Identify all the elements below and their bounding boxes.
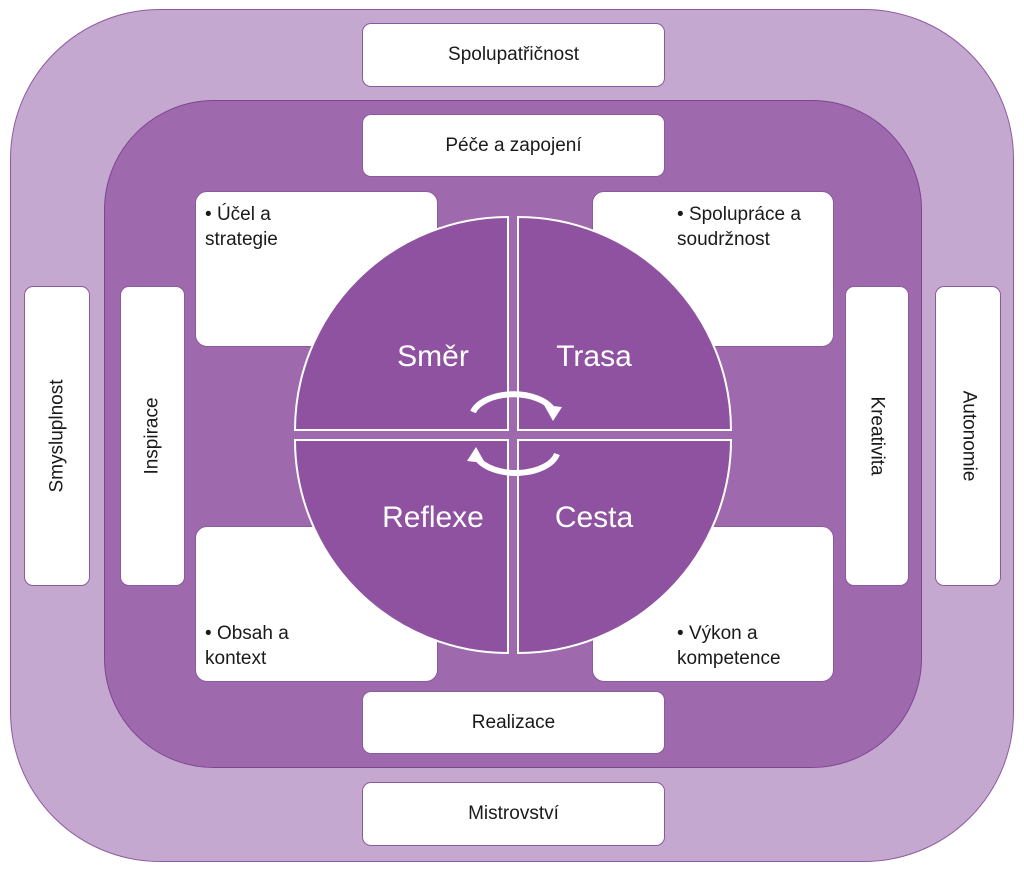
corner-top-right-text: Spolupráce a soudržnost bbox=[677, 202, 801, 252]
corner-bottom-right-text: Výkon a kompetence bbox=[677, 621, 781, 671]
outer-top-box: Spolupatřičnost bbox=[362, 23, 665, 87]
inner-left-box: Inspirace bbox=[120, 286, 185, 586]
quadrant-top-right bbox=[517, 215, 733, 431]
inner-top-label: Péče a zapojení bbox=[445, 134, 582, 156]
quadrant-bottom-left bbox=[293, 439, 509, 655]
quadrant-bottom-right bbox=[517, 439, 733, 655]
quadrant-label-top-right: Trasa bbox=[556, 340, 632, 373]
inner-bottom-box: Realizace bbox=[362, 691, 665, 754]
corner-top-left-text: Účel a strategie bbox=[205, 202, 278, 252]
quadrant-label-bottom-right: Cesta bbox=[555, 501, 634, 534]
quadrant-label-top-left: Směr bbox=[397, 340, 469, 373]
corner-bottom-left-text: Obsah a kontext bbox=[205, 621, 289, 671]
cycle-arrows-icon bbox=[467, 391, 562, 476]
outer-left-box: Smysluplnost bbox=[24, 286, 90, 586]
quadrant-label-bottom-left: Reflexe bbox=[382, 501, 484, 534]
outer-bottom-label: Mistrovství bbox=[468, 803, 559, 824]
outer-right-box: Autonomie bbox=[935, 286, 1001, 586]
inner-right-box: Kreativita bbox=[845, 286, 909, 586]
quadrant-top-left bbox=[293, 215, 509, 431]
outer-top-label: Spolupatřičnost bbox=[448, 44, 579, 65]
inner-top-box: Péče a zapojení bbox=[362, 114, 665, 177]
inner-bottom-label: Realizace bbox=[471, 711, 556, 733]
outer-bottom-box: Mistrovství bbox=[362, 782, 665, 846]
